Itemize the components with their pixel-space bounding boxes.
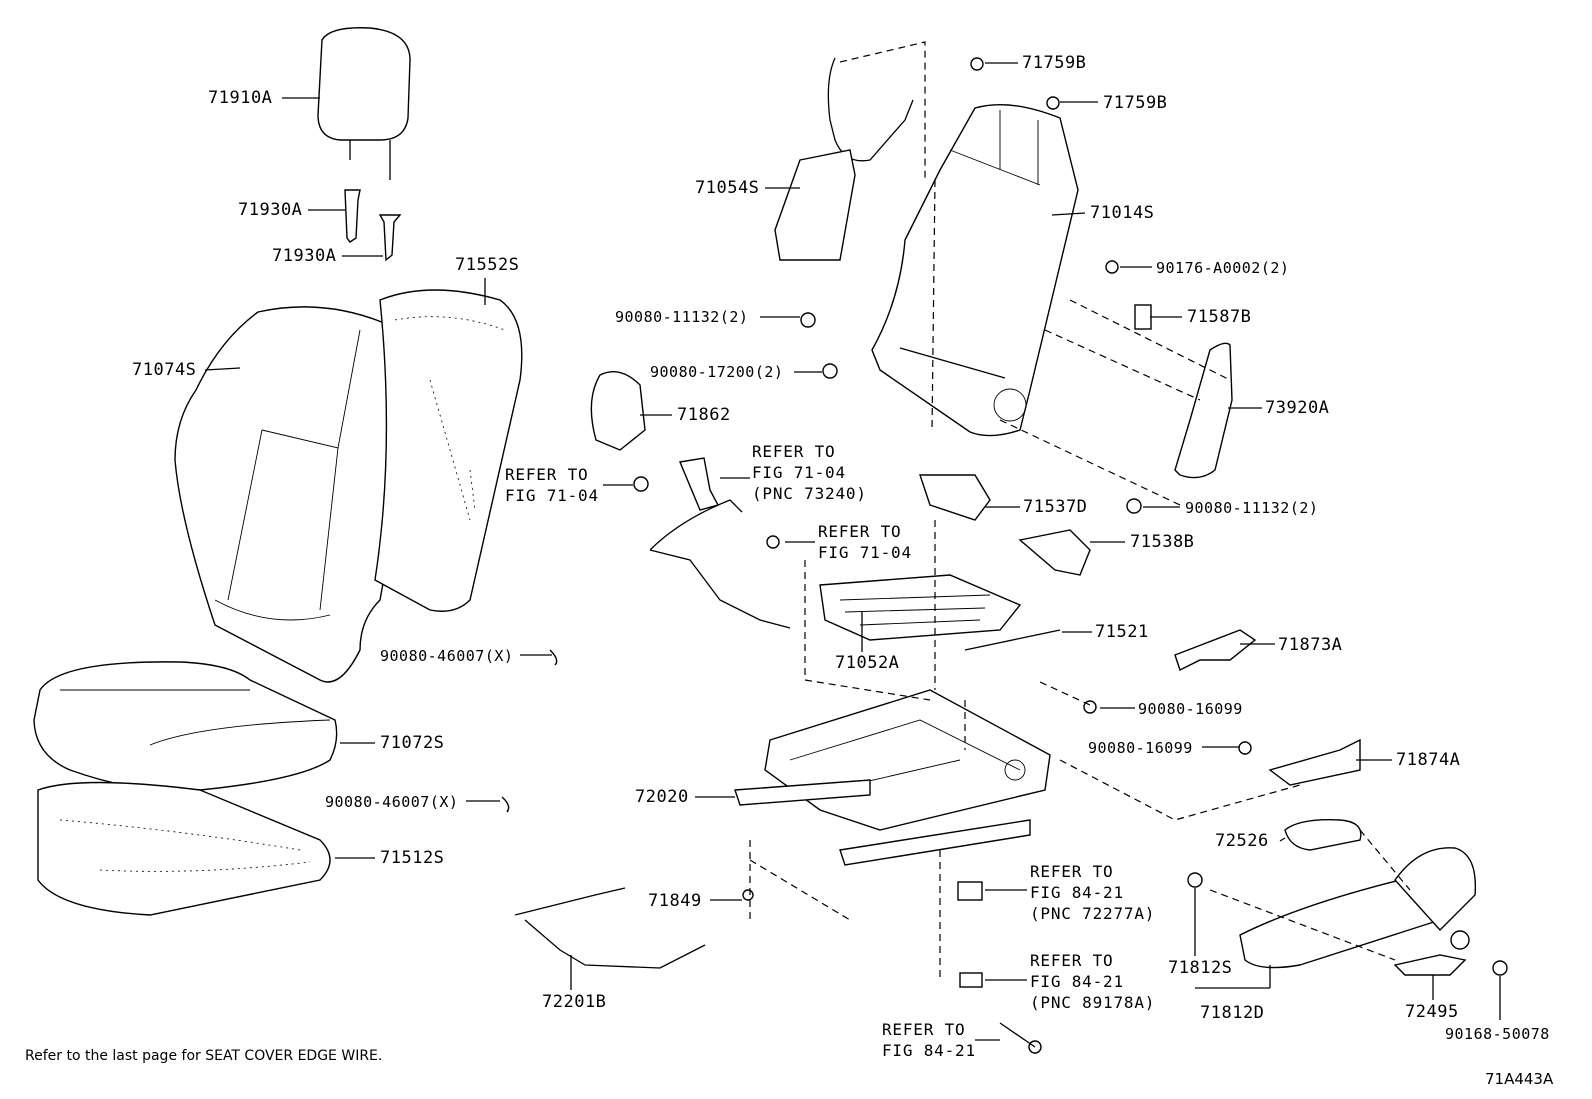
reference-fig-84-21-pnc-72277a: REFER TO FIG 84-21 (PNC 72277A) <box>1030 862 1156 923</box>
part-label-72526: 72526 <box>1215 831 1269 851</box>
reference-fig-84-21: REFER TO FIG 84-21 <box>882 1020 976 1060</box>
part-label-71759b-2: 71759B <box>1103 93 1168 113</box>
lumbar-support <box>774 57 914 261</box>
part-label-71521: 71521 <box>1095 622 1149 642</box>
part-label-90080-11132-b: 90080-11132(2) <box>1185 499 1319 517</box>
part-label-71054s: 71054S <box>695 178 760 198</box>
seat-adjuster-frame <box>734 689 1051 866</box>
part-label-90080-17200: 90080-17200(2) <box>650 363 784 381</box>
headrest-supports <box>344 189 402 262</box>
seatback-pad <box>374 289 523 612</box>
part-label-90168-50078: 90168-50078 <box>1445 1025 1550 1043</box>
part-label-73920a: 73920A <box>1265 398 1330 418</box>
part-label-71538b: 71538B <box>1130 532 1195 552</box>
headrest <box>317 27 411 180</box>
part-label-71072s: 71072S <box>380 733 445 753</box>
wire-harness <box>514 887 706 969</box>
part-label-71862: 71862 <box>677 405 731 425</box>
assembly-lines <box>749 41 1411 980</box>
fasteners <box>501 57 1508 1054</box>
reference-fig-71-04-a: REFER TO FIG 71-04 <box>505 465 599 505</box>
part-label-72201b: 72201B <box>542 992 607 1012</box>
wire <box>964 629 1061 651</box>
side-airbag <box>1174 342 1233 479</box>
footnote: Refer to the last page for SEAT COVER ED… <box>25 1048 383 1064</box>
part-label-71587b: 71587B <box>1187 307 1252 327</box>
part-label-72495: 72495 <box>1405 1002 1459 1022</box>
reference-fig-71-04-b: REFER TO FIG 71-04 <box>818 522 912 562</box>
part-label-71910a: 71910A <box>208 88 273 108</box>
part-label-90080-16099-b: 90080-16099 <box>1088 739 1193 757</box>
part-label-71849: 71849 <box>648 891 702 911</box>
reference-fig-71-04-pnc-73240: REFER TO FIG 71-04 (PNC 73240) <box>752 442 867 503</box>
part-label-90080-11132-a: 90080-11132(2) <box>615 308 749 326</box>
figure-id: 71A443A <box>1485 1070 1554 1088</box>
leader-lines <box>204 62 1501 1041</box>
part-label-90176-a0002: 90176-A0002(2) <box>1156 259 1290 277</box>
part-label-71812d: 71812D <box>1200 1003 1265 1023</box>
knob <box>1284 819 1362 851</box>
part-label-71014s: 71014S <box>1090 203 1155 223</box>
part-label-71812s: 71812S <box>1168 958 1233 978</box>
reference-fig-84-21-pnc-89178a: REFER TO FIG 84-21 (PNC 89178A) <box>1030 951 1156 1012</box>
part-label-71552s: 71552S <box>455 255 520 275</box>
part-label-71874a: 71874A <box>1396 750 1461 770</box>
buckle-harness <box>649 457 791 629</box>
seat-cushion-pad <box>37 781 331 916</box>
part-label-71512s: 71512S <box>380 848 445 868</box>
part-label-90080-46007-b: 90080-46007(X) <box>325 793 459 811</box>
part-label-71873a: 71873A <box>1278 635 1343 655</box>
seatback-frame <box>871 104 1079 437</box>
seat-springs <box>819 574 1022 641</box>
seatback-cover <box>174 306 417 683</box>
part-label-71759b: 71759B <box>1022 53 1087 73</box>
part-label-71074s: 71074S <box>132 360 197 380</box>
part-label-90080-46007-a: 90080-46007(X) <box>380 647 514 665</box>
part-label-72020: 72020 <box>635 787 689 807</box>
seat-cushion-cover <box>33 661 338 792</box>
cover-piece <box>1393 954 1467 976</box>
part-label-71537d: 71537D <box>1023 497 1088 517</box>
part-label-90080-16099-a: 90080-16099 <box>1138 700 1243 718</box>
cushion-shields <box>919 474 1361 786</box>
part-label-71930a: 71930A <box>238 200 303 220</box>
shield <box>590 371 646 451</box>
part-label-71930a-2: 71930A <box>272 246 337 266</box>
part-label-71052a: 71052A <box>835 653 900 673</box>
side-shield <box>1239 847 1477 969</box>
